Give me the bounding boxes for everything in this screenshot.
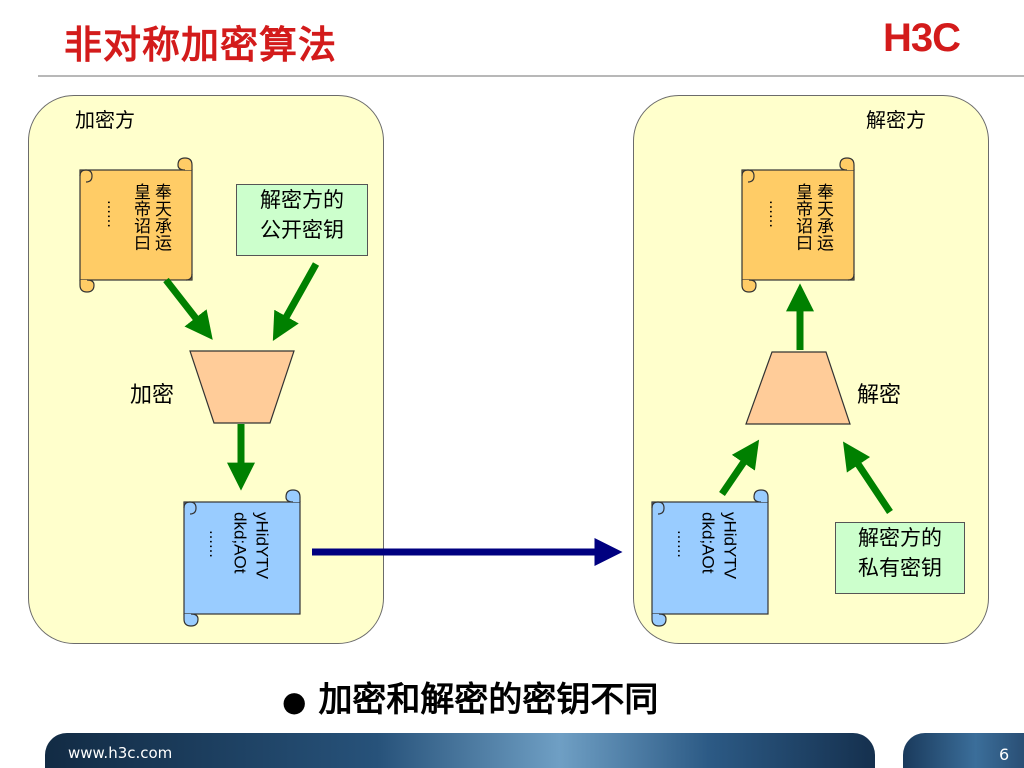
ciphertext-to-decrypt-arrow	[719, 439, 760, 496]
plaintext-decrypt-col3: ……	[766, 200, 782, 228]
decrypt-operation-shape	[745, 351, 851, 425]
plaintext-encrypt-col3: ……	[104, 200, 120, 228]
footer-banner	[45, 733, 875, 768]
encrypt-panel-label: 加密方	[75, 108, 135, 132]
encrypt-operation-shape	[189, 350, 295, 424]
private-key-to-decrypt-arrow	[843, 441, 893, 514]
summary-bullet-text: 加密和解密的密钥不同	[318, 680, 659, 720]
private-key-line2: 私有密钥	[858, 556, 942, 580]
plaintext-scroll-decrypt	[741, 157, 855, 293]
page-number: 6	[999, 745, 1010, 764]
decrypt-operation-label: 解密	[857, 383, 902, 408]
public-key-to-encrypt-arrow	[272, 262, 320, 341]
plaintext-decrypt-col2: 皇帝诏曰	[792, 183, 813, 251]
ciphertext-encrypt-col2: dkd;AOt	[231, 512, 250, 574]
ciphertext-decrypt-col3: ……	[674, 530, 690, 558]
decrypt-panel-label: 解密方	[866, 108, 926, 132]
ciphertext-decrypt-col1: yHidYTV	[721, 512, 740, 580]
slide-title: 非对称加密算法	[64, 23, 338, 67]
footer-url: www.h3c.com	[68, 744, 173, 762]
private-key-box: 解密方的 私有密钥	[835, 522, 965, 594]
plaintext-to-encrypt-arrow	[163, 277, 213, 340]
plaintext-encrypt-col2: 皇帝诏曰	[130, 183, 151, 251]
ciphertext-encrypt-col1: yHidYTV	[253, 512, 272, 580]
bullet-dot-icon: ●	[282, 685, 307, 718]
public-key-box: 解密方的 公开密钥	[236, 184, 368, 256]
private-key-line1: 解密方的	[858, 526, 942, 550]
h3c-logo: H3C	[883, 16, 961, 60]
plaintext-encrypt-col1: 奉天承运	[151, 183, 172, 251]
ciphertext-scroll-encrypt	[183, 489, 301, 627]
plaintext-scroll-encrypt	[79, 157, 193, 293]
ciphertext-decrypt-col2: dkd;AOt	[699, 512, 718, 574]
title-divider	[38, 75, 1024, 77]
ciphertext-encrypt-col3: ……	[206, 530, 222, 558]
public-key-line2: 公开密钥	[260, 218, 344, 242]
footer-page-tab	[903, 733, 1024, 768]
summary-bullet: ● 加密和解密的密钥不同	[282, 672, 658, 721]
plaintext-decrypt-col1: 奉天承运	[813, 183, 834, 251]
ciphertext-scroll-decrypt	[651, 489, 769, 627]
encrypt-operation-label: 加密	[130, 383, 175, 408]
public-key-line1: 解密方的	[260, 188, 344, 212]
